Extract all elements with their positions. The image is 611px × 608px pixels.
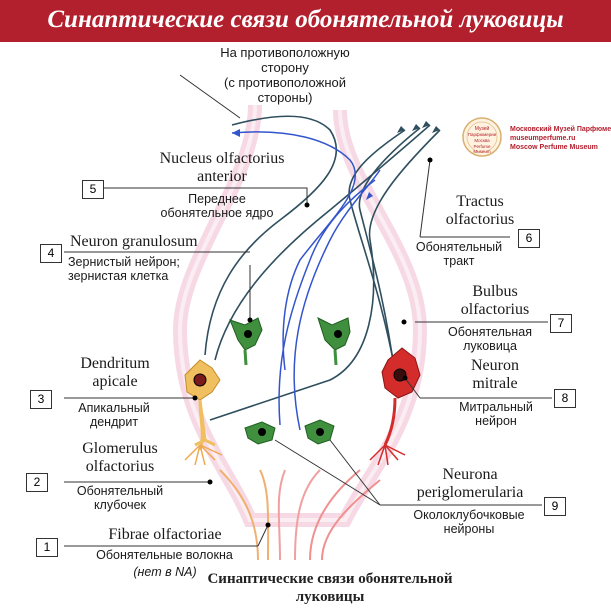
number-9: 9 bbox=[544, 497, 566, 516]
granule-cell-left bbox=[229, 317, 263, 366]
label-bulbus-latin: Bulbus olfactorius bbox=[460, 283, 530, 319]
label-nucleus-latin: Nucleus olfactorius anterior bbox=[159, 150, 285, 186]
granule-cell-right bbox=[317, 317, 351, 366]
label-tractus-ru: Обонятельный тракт bbox=[415, 240, 503, 269]
mitral-tuft bbox=[369, 444, 406, 466]
label-mitrale-latin: Neuron mitrale bbox=[471, 357, 519, 393]
label-mitrale-ru: Митральный нейрон bbox=[459, 400, 533, 429]
label-tractus-latin: Tractus olfactorius bbox=[445, 193, 515, 229]
tract-arrowheads bbox=[397, 121, 440, 133]
emblem-line-3: Москва bbox=[474, 138, 490, 143]
bulb-outline-inner bbox=[177, 104, 423, 522]
label-fibrae-note: (нет в NA) bbox=[133, 565, 197, 579]
granule-cell-left-nucleus bbox=[244, 330, 252, 338]
periglomerular-cell-left-nucleus bbox=[258, 428, 266, 436]
olfactory-bulb-diagram: Музей Парфюмерии Москва Perfume Museum bbox=[64, 74, 552, 561]
blue-arrowhead bbox=[366, 192, 373, 200]
number-2: 2 bbox=[26, 473, 48, 492]
blue-arrowhead-left bbox=[232, 129, 240, 137]
apical-cell-nucleus bbox=[193, 373, 207, 387]
number-5: 5 bbox=[82, 180, 104, 199]
periglomerular-cell-right-nucleus bbox=[316, 428, 324, 436]
label-contralateral: На противоположную сторону (с противопол… bbox=[220, 45, 350, 105]
label-bulbus-ru: Обонятельная луковица bbox=[447, 325, 533, 354]
museum-emblem: Музей Парфюмерии Москва Perfume Museum bbox=[462, 117, 502, 157]
blue-fibers bbox=[231, 131, 381, 431]
title-bar: Синаптические связи обонятельной луковиц… bbox=[0, 0, 611, 42]
emblem-line-1: Музей bbox=[475, 125, 490, 132]
contralateral-pointer bbox=[179, 74, 241, 119]
diagram-caption: Синаптические связи обонятельной луковиц… bbox=[207, 571, 453, 605]
emblem-line-4: Perfume bbox=[473, 144, 491, 149]
museum-logo-text: Московский Музей Парфюмерии museumperfum… bbox=[510, 126, 611, 152]
label-granulosum-latin: Neuron granulosum bbox=[70, 233, 198, 250]
emblem-line-5: Museum bbox=[473, 149, 491, 154]
granule-cell-right-nucleus bbox=[334, 330, 342, 338]
leader-lines bbox=[64, 159, 552, 547]
logo-line-1: Московский Музей Парфюмерии bbox=[510, 126, 611, 133]
number-7: 7 bbox=[550, 314, 572, 333]
label-nucleus-ru: Переднее обонятельное ядро bbox=[160, 192, 274, 221]
label-granulosum-ru: Зернистый нейрон; зернистая клетка bbox=[68, 255, 180, 284]
logo-line-3: Moscow Perfume Museum bbox=[510, 143, 598, 151]
tract-fibers bbox=[204, 115, 441, 421]
label-fibrae-latin: Fibrae olfactoriae bbox=[108, 526, 222, 543]
mitral-dendrite bbox=[383, 397, 397, 446]
label-periglomerularia-ru: Околоклубочковые нейроны bbox=[413, 508, 525, 537]
page-title: Синаптические связи обонятельной луковиц… bbox=[47, 6, 564, 33]
number-4: 4 bbox=[40, 244, 62, 263]
label-fibrae-ru: Обонятельные волокна bbox=[96, 548, 233, 562]
emblem-line-2: Парфюмерии bbox=[468, 132, 497, 137]
label-dendritum-latin: Dendritum apicale bbox=[80, 355, 150, 391]
apical-tuft bbox=[184, 444, 223, 466]
label-glomerulus-latin: Glomerulus olfactorius bbox=[82, 440, 158, 476]
label-dendritum-ru: Апикальный дендрит bbox=[78, 401, 150, 430]
number-6: 6 bbox=[518, 229, 540, 248]
label-glomerulus-ru: Обонятельный клубочек bbox=[76, 484, 164, 513]
label-periglomerularia-latin: Neurona periglomerularia bbox=[416, 466, 524, 502]
number-3: 3 bbox=[30, 390, 52, 409]
olfactory-fibers bbox=[219, 469, 381, 561]
number-8: 8 bbox=[554, 389, 576, 408]
logo-line-2: museumperfume.ru bbox=[510, 134, 576, 142]
leader-dots bbox=[192, 157, 433, 528]
number-1: 1 bbox=[36, 538, 58, 557]
